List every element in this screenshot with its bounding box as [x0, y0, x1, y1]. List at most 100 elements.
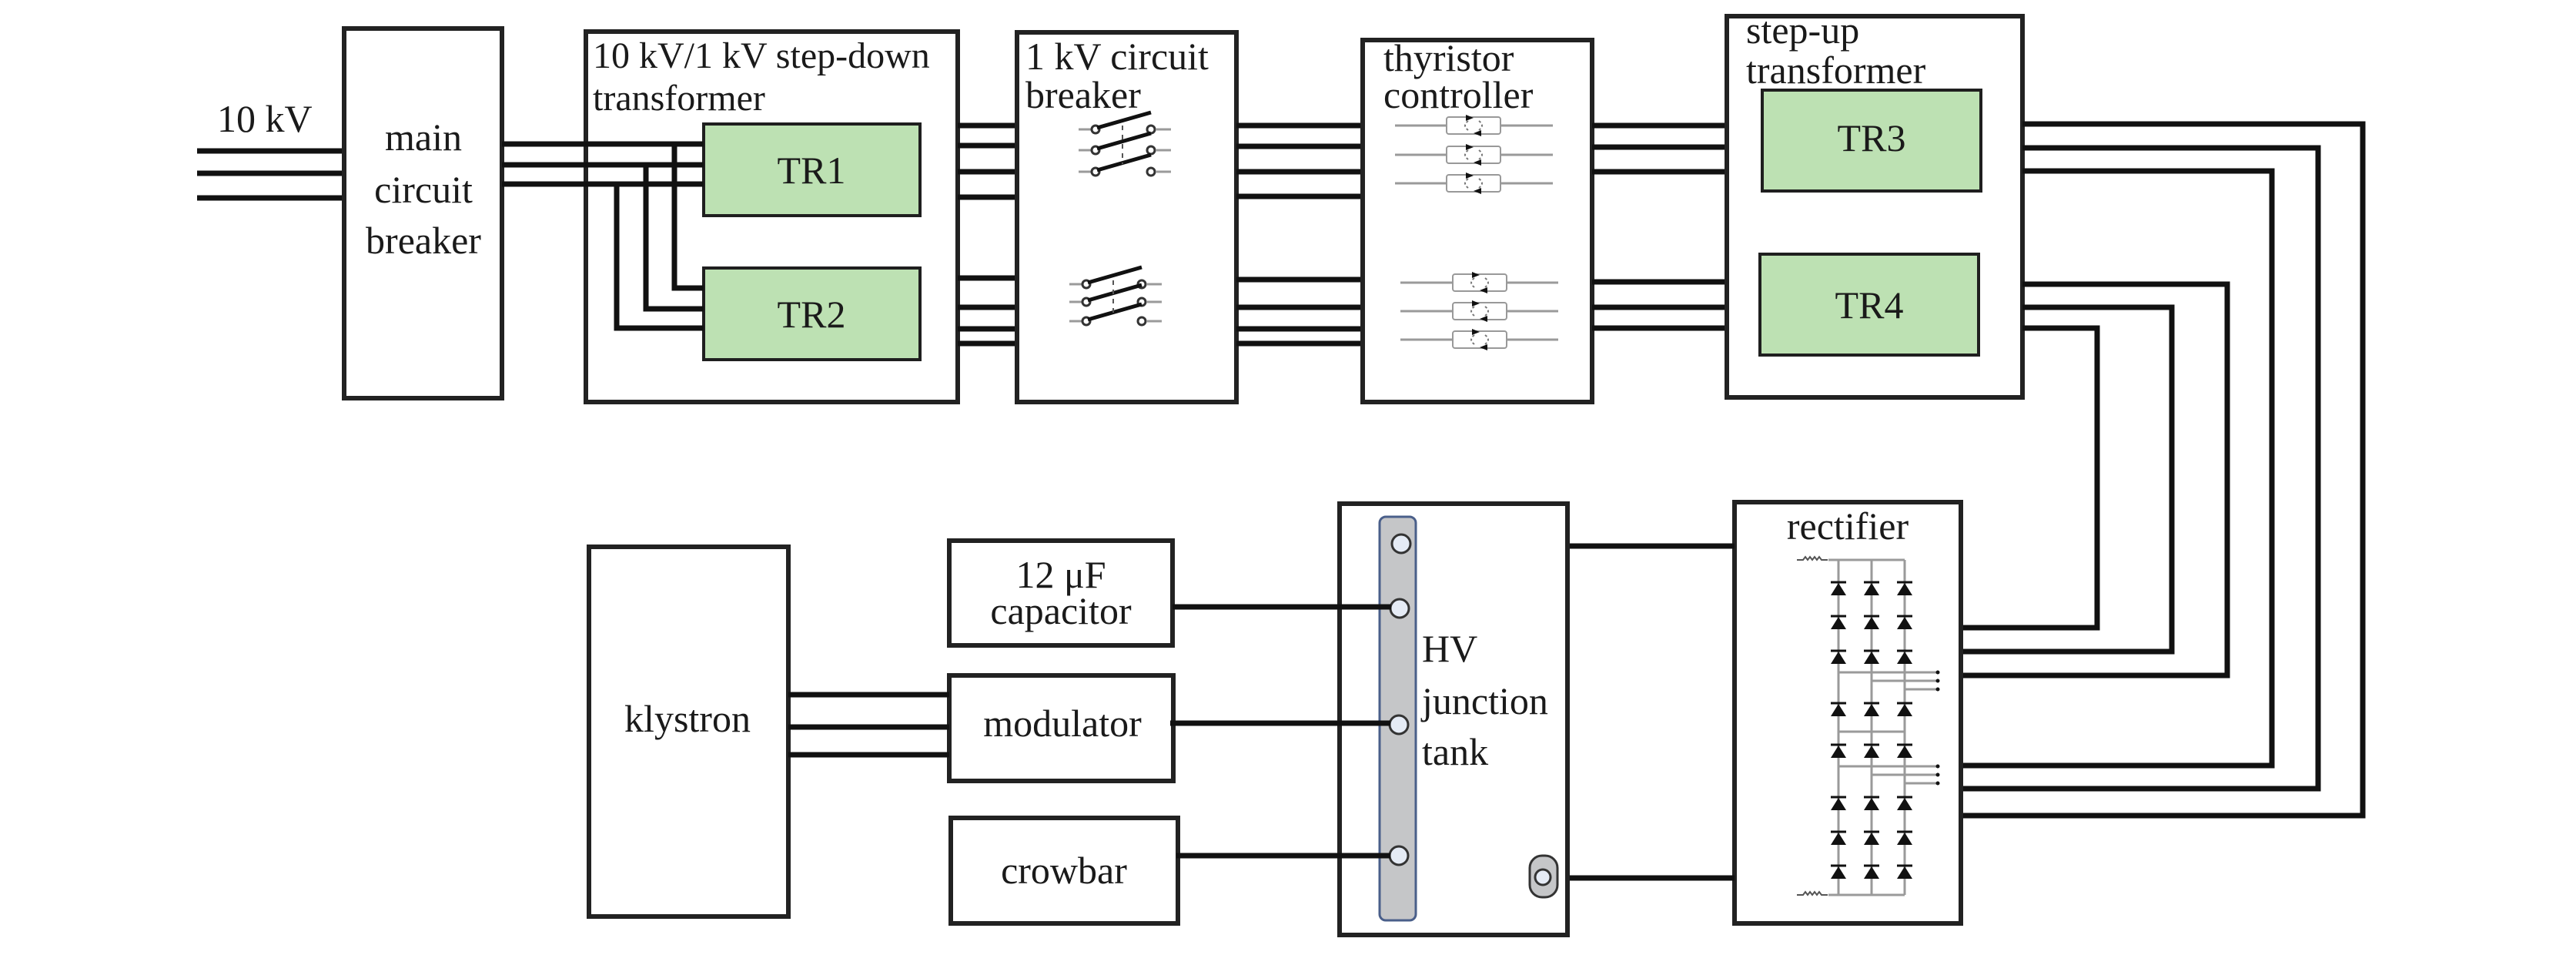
diode	[1864, 798, 1879, 810]
wire	[1961, 281, 2230, 679]
thyristor-gate	[1470, 334, 1489, 345]
modulator-box[interactable]	[947, 673, 1176, 783]
wire	[671, 144, 704, 291]
diode	[1864, 746, 1879, 758]
tr1-transformer[interactable]	[702, 122, 922, 217]
tr4-transformer[interactable]	[1758, 253, 1980, 357]
thyristor-body	[1446, 116, 1501, 135]
thyristor-controller-block[interactable]: thyristor controller	[1360, 36, 1594, 404]
step-up-to-rectifier-wiring	[1961, 121, 2366, 819]
thyristor-arrow	[1466, 173, 1474, 179]
step-down-title-line: transformer	[593, 78, 765, 119]
thyristor-arrow	[1474, 130, 1481, 136]
capacitor-box[interactable]	[947, 538, 1175, 648]
diode	[1831, 617, 1846, 629]
capacitor-block[interactable]: 12 μF capacitor	[947, 538, 1175, 648]
diode	[1897, 617, 1912, 629]
thyristor-arrow	[1472, 272, 1480, 278]
capacitor-label-line: 12 μF	[1015, 553, 1106, 596]
diode	[1864, 833, 1879, 845]
switch-contact	[1136, 316, 1147, 327]
terminal-node[interactable]	[1390, 533, 1412, 555]
wire	[1961, 304, 2175, 655]
resistor	[1797, 555, 1828, 561]
main-breaker-label-line: breaker	[366, 219, 481, 262]
tap-dot	[1935, 670, 1940, 675]
thyristor-body	[1452, 273, 1507, 292]
tap-dot	[1935, 781, 1940, 786]
tap-dot	[1935, 764, 1940, 769]
tr2-transformer[interactable]	[702, 266, 922, 361]
rectifier-label: rectifier	[1787, 504, 1909, 548]
thyristor-body	[1446, 174, 1501, 193]
thyristor-arrow	[1466, 144, 1474, 150]
thyristor-gate	[1470, 306, 1489, 317]
hv-junction-tank-block[interactable]: HV junction tank	[1337, 501, 1570, 937]
diode	[1864, 652, 1879, 664]
wire	[1961, 145, 2321, 792]
tr3-transformer[interactable]	[1761, 89, 1982, 193]
step-up-transformer-block[interactable]: step-up transformer TR3 TR4	[1725, 8, 2025, 400]
thyristor-to-step-up-wiring	[1592, 122, 1727, 331]
switch-blade	[1096, 110, 1152, 130]
hv-tank-label-line: HV	[1422, 627, 1477, 670]
thyristor-arrow	[1480, 287, 1487, 293]
kv-breaker-title-line: 1 kV circuit	[1025, 35, 1209, 78]
thyristor-arrow	[1474, 159, 1481, 166]
rectifier-block[interactable]: rectifier	[1732, 500, 1963, 926]
thyristor-arrow	[1472, 329, 1480, 335]
thyristor-arrow	[1472, 300, 1480, 307]
diode	[1897, 583, 1912, 595]
thyristor-title-line: thyristor	[1383, 36, 1514, 79]
terminal-node[interactable]	[1388, 845, 1410, 866]
step-down-title-line: 10 kV/1 kV step-down	[593, 35, 930, 76]
diode	[1864, 583, 1879, 595]
klystron-box[interactable]	[587, 545, 791, 919]
switch-blade	[1096, 131, 1152, 151]
main-breaker-label-line: circuit	[374, 168, 473, 211]
terminal-node[interactable]	[1534, 868, 1552, 886]
diode	[1864, 866, 1879, 879]
three-pole-switch-icon	[1079, 110, 1171, 177]
switch-blade	[1087, 302, 1142, 322]
terminal-node[interactable]	[1389, 598, 1410, 619]
modulator-block[interactable]: modulator	[947, 673, 1176, 783]
kv-circuit-breaker-block[interactable]: 1 kV circuit breaker	[1015, 30, 1239, 404]
diode	[1864, 704, 1879, 716]
diode-bridge-icon	[1797, 555, 1940, 896]
wire	[1961, 168, 2275, 769]
kv-circuit-breaker-box[interactable]	[1015, 30, 1239, 404]
step-up-title-line: step-up	[1746, 8, 1859, 52]
wire	[643, 165, 704, 312]
wire	[614, 184, 704, 331]
thyristor-body	[1452, 302, 1507, 320]
step-up-title-line: transformer	[1746, 49, 1926, 92]
tap-dot	[1935, 679, 1940, 683]
diode	[1831, 583, 1846, 595]
main-circuit-breaker-block[interactable]: main circuit breaker	[342, 26, 504, 400]
resistor	[1797, 890, 1828, 896]
thyristor-gate	[1464, 149, 1483, 160]
thyristor-arrow	[1466, 115, 1474, 121]
tr3-label: TR3	[1838, 116, 1906, 159]
main-circuit-breaker-box[interactable]	[342, 26, 504, 400]
step-down-transformer-block[interactable]: 10 kV/1 kV step-down transformer TR1 TR2	[584, 29, 960, 404]
crowbar-box[interactable]	[948, 816, 1180, 926]
rectifier-box[interactable]	[1732, 500, 1963, 926]
hv-tank-label-line: tank	[1422, 730, 1488, 773]
thyristor-gate	[1464, 120, 1483, 131]
tr2-label: TR2	[778, 293, 846, 336]
wire	[1961, 325, 2100, 631]
modulator-label: modulator	[983, 702, 1142, 745]
diode	[1831, 833, 1846, 845]
crowbar-block[interactable]: crowbar	[948, 816, 1180, 926]
tr4-label: TR4	[1835, 283, 1904, 327]
klystron-block[interactable]: klystron	[587, 545, 791, 919]
switch-blade	[1087, 265, 1142, 285]
terminal-node[interactable]	[1388, 714, 1410, 736]
diode	[1831, 746, 1846, 758]
diode	[1831, 798, 1846, 810]
diode	[1897, 746, 1912, 758]
kv-breaker-title-line: breaker	[1025, 73, 1141, 116]
diode	[1897, 704, 1912, 716]
